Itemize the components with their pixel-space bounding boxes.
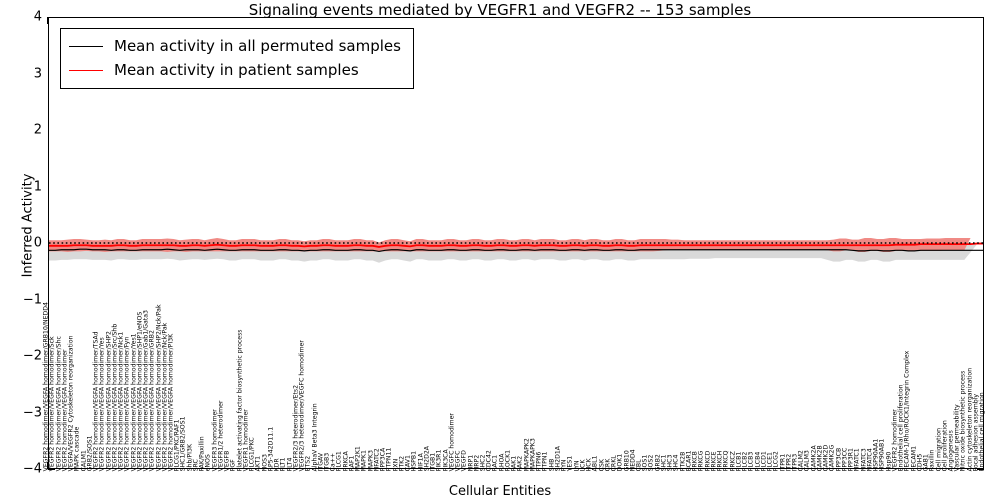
plot-canvas — [49, 237, 983, 263]
y-tick-label: −1 — [22, 292, 42, 307]
y-tick-mark — [977, 468, 984, 470]
series-line — [49, 244, 983, 247]
y-tick-label: −4 — [22, 461, 42, 477]
series-line-layer — [49, 243, 983, 251]
legend-entry-permuted: Mean activity in all permuted samples — [69, 34, 401, 58]
y-tick-label: 3 — [33, 66, 42, 81]
y-tick-label: −3 — [22, 405, 42, 420]
plot-axes — [48, 17, 984, 469]
y-axis-label: Inferred Activity — [20, 173, 36, 278]
y-tick-label: 0 — [33, 235, 42, 251]
legend-entry-patient: Mean activity in patient samples — [69, 58, 401, 82]
legend-swatch-permuted — [69, 45, 103, 47]
y-tick-label: 2 — [33, 122, 42, 138]
y-tick-label: 1 — [33, 179, 42, 194]
series-line — [49, 249, 983, 251]
y-tick-label: 4 — [33, 9, 42, 25]
x-axis-label: Cellular Entities — [448, 484, 552, 499]
y-tick-label: −2 — [22, 348, 42, 364]
y-tick-mark — [48, 468, 55, 470]
legend-label-permuted: Mean activity in all permuted samples — [114, 37, 401, 55]
chart-legend: Mean activity in all permuted samples Me… — [60, 28, 414, 89]
legend-swatch-patient — [69, 69, 103, 71]
legend-label-patient: Mean activity in patient samples — [114, 61, 359, 79]
chart-title: Signaling events mediated by VEGFR1 and … — [248, 1, 752, 19]
